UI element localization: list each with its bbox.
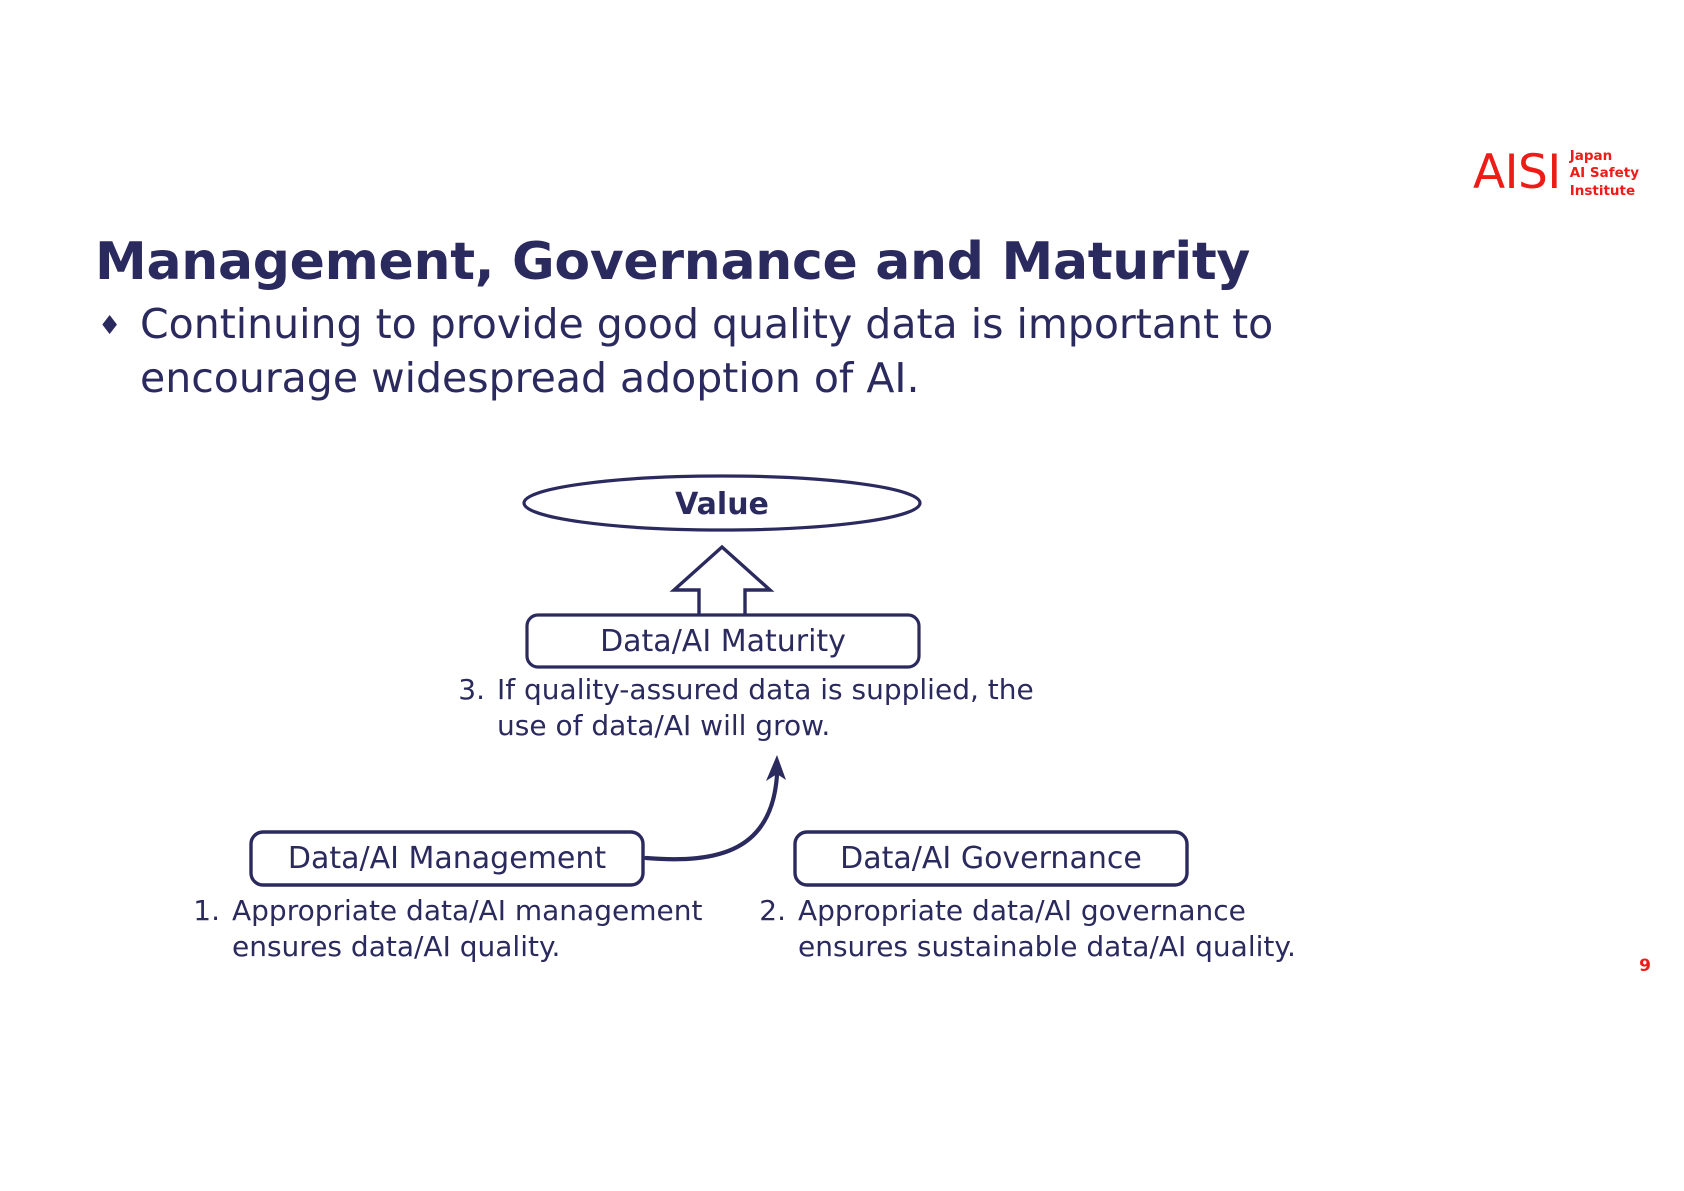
page-number: 9 — [1639, 956, 1651, 976]
page-title: Management, Governance and Maturity — [95, 231, 1251, 292]
aisi-logo: AISI Japan AI Safety Institute — [1473, 146, 1639, 200]
caption-item-2: 2. Appropriate data/AI governance ensure… — [748, 893, 1348, 966]
up-block-arrow-icon — [669, 544, 775, 624]
caption-item-3-text: If quality-assured data is supplied, the… — [497, 673, 1034, 743]
caption-item-2-text: Appropriate data/AI governance ensures s… — [798, 894, 1296, 964]
caption-item-3: 3. If quality-assured data is supplied, … — [447, 672, 1047, 745]
curved-connector-arrow — [643, 755, 786, 862]
diamond-bullet-icon: ♦ — [98, 311, 122, 341]
value-node: Value — [522, 474, 922, 532]
aisi-logo-line-1: Japan — [1569, 148, 1613, 164]
aisi-logo-mark: AISI — [1473, 145, 1561, 201]
governance-node: Data/AI Governance — [793, 830, 1189, 887]
aisi-logo-line-2: AI Safety — [1569, 165, 1640, 182]
caption-item-1-text: Appropriate data/AI management ensures d… — [232, 894, 703, 964]
governance-node-label: Data/AI Governance — [840, 841, 1142, 876]
caption-item-2-number: 2. — [759, 894, 786, 927]
aisi-logo-words: Japan AI Safety Institute — [1570, 146, 1639, 200]
value-node-label: Value — [675, 487, 769, 522]
maturity-node: Data/AI Maturity — [525, 613, 921, 669]
aisi-logo-line-3: Institute — [1569, 182, 1636, 199]
management-node-label: Data/AI Management — [288, 841, 607, 876]
maturity-node-label: Data/AI Maturity — [600, 624, 846, 659]
caption-item-3-number: 3. — [458, 673, 485, 706]
maturity-diagram: Value Data/AI Maturity Data/AI Managemen… — [0, 455, 1684, 975]
caption-item-1: 1. Appropriate data/AI management ensure… — [182, 893, 742, 966]
management-node: Data/AI Management — [249, 830, 645, 887]
bullet-text: Continuing to provide good quality data … — [140, 300, 1274, 403]
bullet-item: ♦ Continuing to provide good quality dat… — [98, 297, 1428, 405]
caption-item-1-number: 1. — [193, 894, 220, 927]
